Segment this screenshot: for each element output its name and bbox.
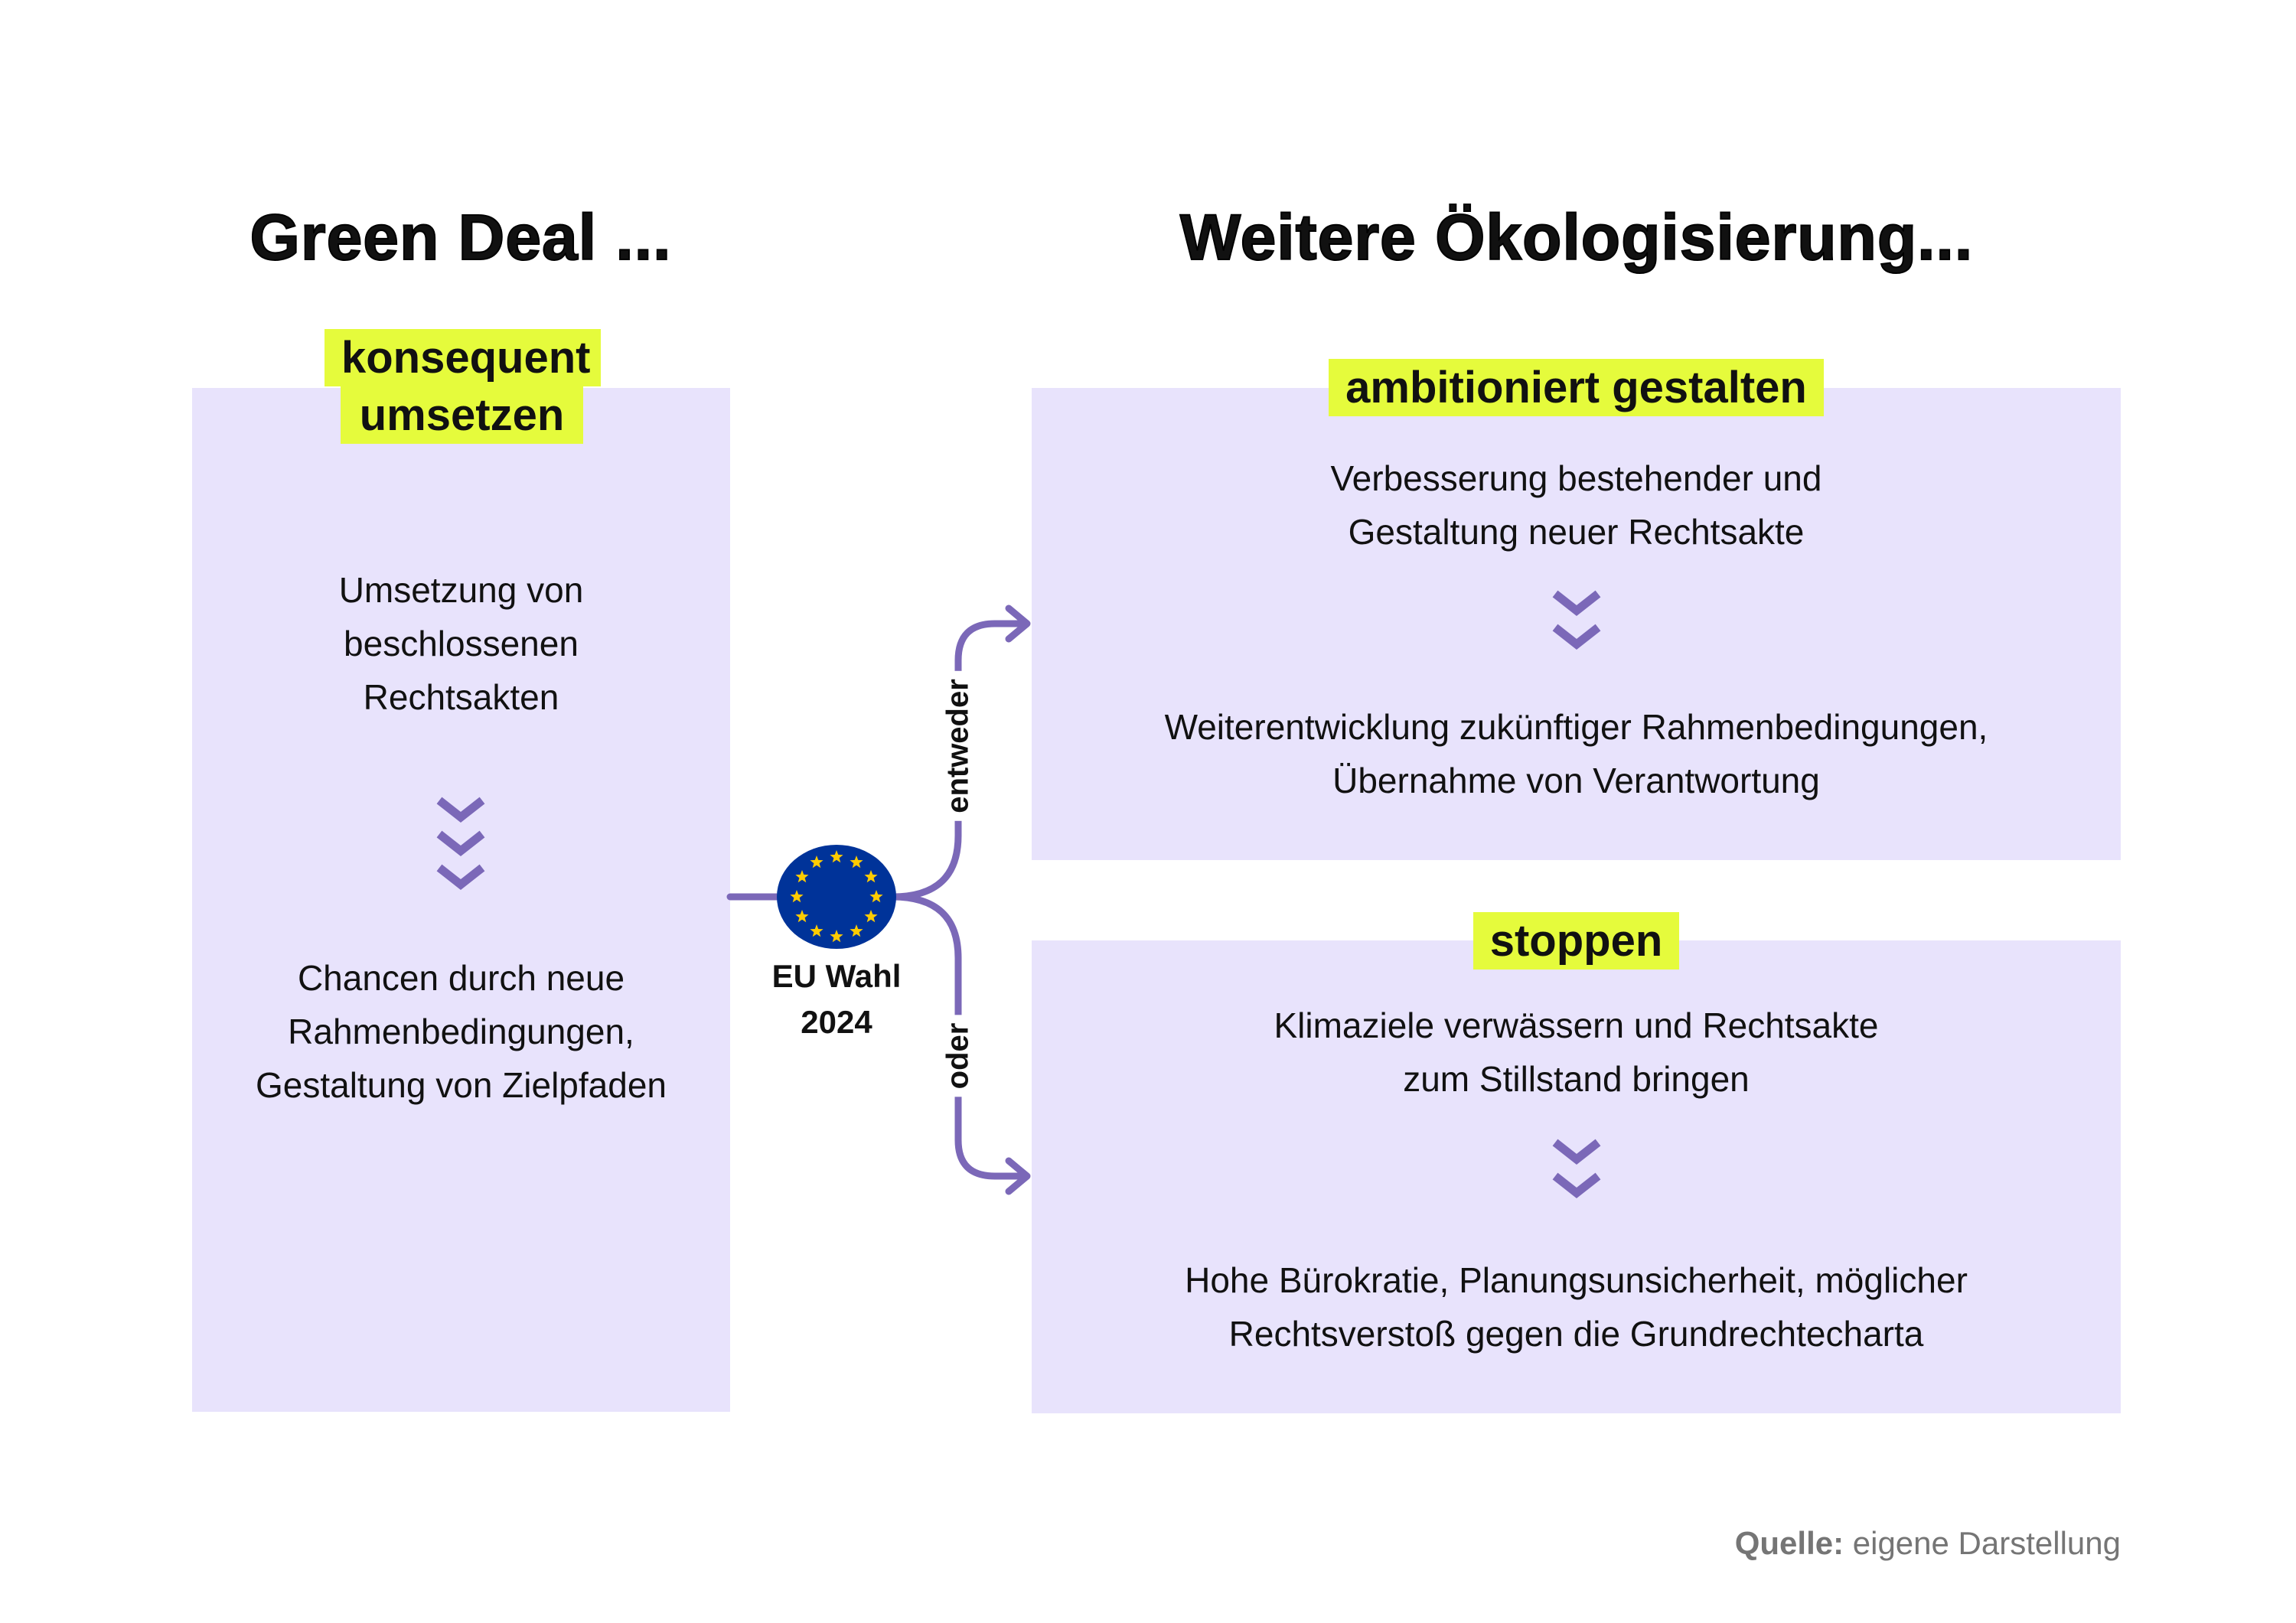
text-line: Weiterentwicklung zukünftiger Rahmenbedi…: [1164, 707, 1988, 747]
text-line: Hohe Bürokratie, Planungsunsicherheit, m…: [1185, 1260, 1968, 1300]
source-text: eigene Darstellung: [1844, 1525, 2121, 1561]
badge-umsetzen: umsetzen: [341, 386, 583, 444]
chevrons-down-icon-top: [1552, 590, 1601, 650]
eu-star-icon: [850, 855, 863, 869]
right-top-text-1: Verbesserung bestehender und Gestaltung …: [1032, 451, 2121, 559]
eu-star-icon: [795, 910, 809, 923]
eu-star-icon: [869, 890, 883, 903]
connector-arrow-bottom: [889, 893, 1031, 1195]
right-top-text-2: Weiterentwicklung zukünftiger Rahmenbedi…: [1032, 700, 2121, 807]
text-line: Chancen durch neue: [297, 958, 625, 998]
eu-flag-icon: [777, 845, 896, 949]
left-title: Green Deal ...: [249, 200, 672, 274]
chevrons-down-icon-bottom: [1552, 1139, 1601, 1198]
eu-star-icon: [810, 924, 823, 937]
left-box: [192, 388, 730, 1412]
text-line: Rechtsverstoß gegen die Grundrechtechart…: [1228, 1314, 1924, 1354]
text-line: Umsetzung von: [338, 570, 584, 610]
text-line: zum Stillstand bringen: [1403, 1059, 1750, 1099]
right-bottom-text-1: Klimaziele verwässern und Rechtsakte zum…: [1032, 999, 2121, 1106]
eu-star-icon: [790, 890, 804, 903]
branch-label-entweder: entweder: [936, 671, 980, 821]
eu-star-icon: [795, 870, 809, 883]
badge-konsequent: konsequent: [325, 329, 601, 386]
chevrons-down-icon-left: [436, 797, 485, 890]
right-bottom-box: [1032, 940, 2121, 1413]
text-line: Gestaltung neuer Rechtsakte: [1348, 512, 1805, 552]
text-line: Rahmenbedingungen,: [288, 1012, 634, 1051]
text-line: Rechtsakten: [363, 677, 559, 717]
eu-star-icon: [864, 870, 878, 883]
eu-star-icon: [810, 855, 823, 869]
right-bottom-text-2: Hohe Bürokratie, Planungsunsicherheit, m…: [1032, 1253, 2121, 1361]
source-note: Quelle: eigene Darstellung: [1735, 1525, 2121, 1562]
right-title: Weitere Ökologisierung...: [1179, 200, 1974, 274]
text-line: Verbesserung bestehender und: [1330, 458, 1822, 498]
text-line: Übernahme von Verantwortung: [1332, 761, 1820, 800]
left-text-2: Chancen durch neue Rahmenbedingungen, Ge…: [192, 951, 730, 1112]
source-label: Quelle:: [1734, 1525, 1844, 1561]
badge-ambitioniert-wrap: ambitioniert gestalten: [1032, 359, 2121, 416]
right-top-box: [1032, 388, 2121, 860]
text-line: Gestaltung von Zielpfaden: [255, 1065, 667, 1105]
badge-ambitioniert-gestalten: ambitioniert gestalten: [1329, 359, 1824, 416]
eu-election-label: EU Wahl 2024: [722, 953, 951, 1045]
text-line: Klimaziele verwässern und Rechtsakte: [1274, 1005, 1879, 1045]
eu-star-icon: [864, 910, 878, 923]
eu-label-line1: EU Wahl: [771, 958, 902, 994]
eu-star-icon: [830, 850, 843, 863]
left-text-1: Umsetzung von beschlossenen Rechtsakten: [192, 563, 730, 724]
badge-stoppen-wrap: stoppen: [1032, 912, 2121, 970]
connector-arrow-top: [889, 605, 1031, 901]
eu-star-icon: [830, 930, 843, 943]
badge-stoppen: stoppen: [1473, 912, 1680, 970]
eu-label-line2: 2024: [801, 1004, 872, 1040]
eu-star-icon: [850, 924, 863, 937]
text-line: beschlossenen: [344, 624, 579, 663]
